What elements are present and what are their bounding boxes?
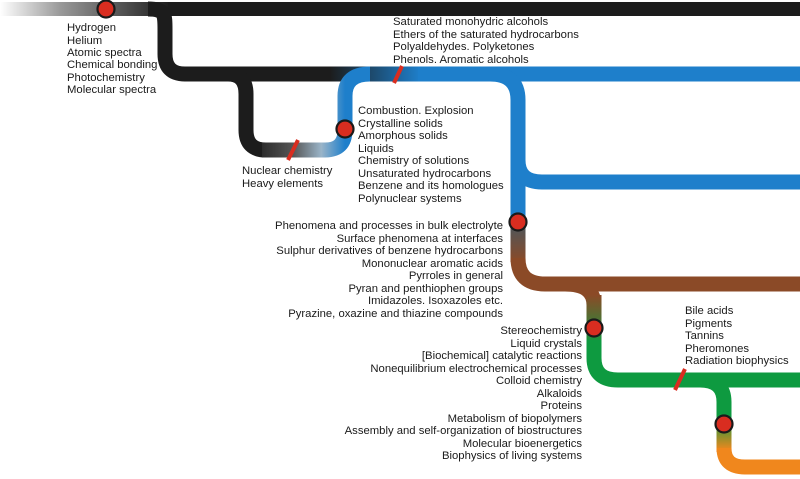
blue-second-line	[510, 150, 800, 190]
topic-label: Assembly and self-organization of biostr…	[345, 425, 583, 437]
topic-label: Nonequilibrium electrochemical processes	[370, 363, 582, 375]
label-group-blue-branch: Combustion. Explosion Crystalline solids…	[358, 105, 504, 205]
topic-label: Hydrogen	[67, 22, 116, 34]
black-top-fade	[0, 2, 170, 16]
station-stereochemistry	[584, 318, 604, 338]
topic-label: Colloid chemistry	[496, 375, 582, 387]
topic-label: Pheromones	[685, 343, 749, 355]
green-descent	[699, 372, 732, 420]
label-group-green-right: Bile acids Pigments Tannins Pheromones R…	[685, 305, 789, 367]
blue-descent	[489, 66, 526, 220]
topic-label: Proteins	[541, 400, 583, 412]
topic-label: Pyrazine, oxazine and thiazine compounds	[288, 308, 503, 320]
nuclear-line	[262, 66, 371, 158]
label-group-black-top: Hydrogen Helium Atomic spectra Chemical …	[67, 22, 157, 96]
topic-label: Unsaturated hydrocarbons	[358, 168, 491, 180]
topic-label: Pyrroles in general	[409, 270, 503, 282]
black-top-line	[168, 2, 800, 16]
topic-label: Atomic spectra	[67, 47, 142, 59]
station-electrolyte	[508, 212, 528, 232]
green-line	[586, 340, 800, 388]
marker-black-blue	[392, 65, 404, 84]
label-group-green-branch: Stereochemistry Liquid crystals [Biochem…	[345, 325, 583, 462]
topic-label: Crystalline solids	[358, 118, 443, 130]
topic-label: Molecular spectra	[67, 84, 157, 96]
topic-label: Liquids	[358, 143, 394, 155]
topic-label: Alkaloids	[537, 388, 583, 400]
topic-label: Saturated monohydric alcohols	[393, 16, 548, 28]
topic-label: Amorphous solids	[358, 130, 448, 142]
topic-label: Tannins	[685, 330, 724, 342]
topic-label: Sulphur derivatives of benzene hydrocarb…	[276, 245, 503, 257]
topic-label: Imidazoles. Isoxazoles etc.	[368, 295, 503, 307]
marker-nuclear	[286, 139, 300, 161]
topic-label: Stereochemistry	[500, 325, 582, 337]
black-loop-down	[227, 66, 274, 158]
topic-label: Molecular bioenergetics	[463, 438, 583, 450]
topic-label: Pyran and penthiophen groups	[348, 283, 503, 295]
topic-label: Mononuclear aromatic acids	[362, 258, 504, 270]
label-group-nuclear: Nuclear chemistry Heavy elements	[242, 165, 333, 190]
topic-label: Polynuclear systems	[358, 193, 462, 205]
brown-line	[510, 257, 800, 292]
topic-label: Liquid crystals	[510, 338, 582, 350]
topic-label: Photochemistry	[67, 72, 145, 84]
topic-label: [Biochemical] catalytic reactions	[422, 350, 582, 362]
station-hydrogen	[96, 0, 116, 19]
station-combustion	[335, 119, 355, 139]
markers	[286, 65, 687, 391]
topic-label: Ethers of the saturated hydrocarbons	[393, 29, 579, 41]
label-group-black-to-blue: Saturated monohydric alcohols Ethers of …	[393, 16, 579, 66]
topic-label: Benzene and its homologues	[358, 180, 504, 192]
topic-label: Helium	[67, 35, 102, 47]
station-orange	[714, 414, 734, 434]
topic-label: Nuclear chemistry	[242, 165, 333, 177]
topic-label: Bile acids	[685, 305, 734, 317]
topic-label: Phenols. Aromatic alcohols	[393, 54, 529, 66]
black-descent	[147, 1, 360, 82]
topic-label: Chemical bonding	[67, 59, 157, 71]
topic-label: Heavy elements	[242, 178, 323, 190]
orange-line	[716, 447, 800, 475]
topic-label: Combustion. Explosion	[358, 105, 474, 117]
topic-label: Pigments	[685, 318, 732, 330]
topic-label: Biophysics of living systems	[442, 450, 582, 462]
topic-label: Radiation biophysics	[685, 355, 789, 367]
topic-label: Polyaldehydes. Polyketones	[393, 41, 535, 53]
stations	[96, 0, 734, 434]
topic-label: Chemistry of solutions	[358, 155, 469, 167]
marker-green	[673, 368, 687, 391]
topic-label: Surface phenomena at interfaces	[337, 233, 504, 245]
label-group-brown-branch: Phenomena and processes in bulk electrol…	[275, 220, 503, 320]
topic-label: Phenomena and processes in bulk electrol…	[275, 220, 503, 232]
topic-label: Metabolism of biopolymers	[448, 413, 583, 425]
